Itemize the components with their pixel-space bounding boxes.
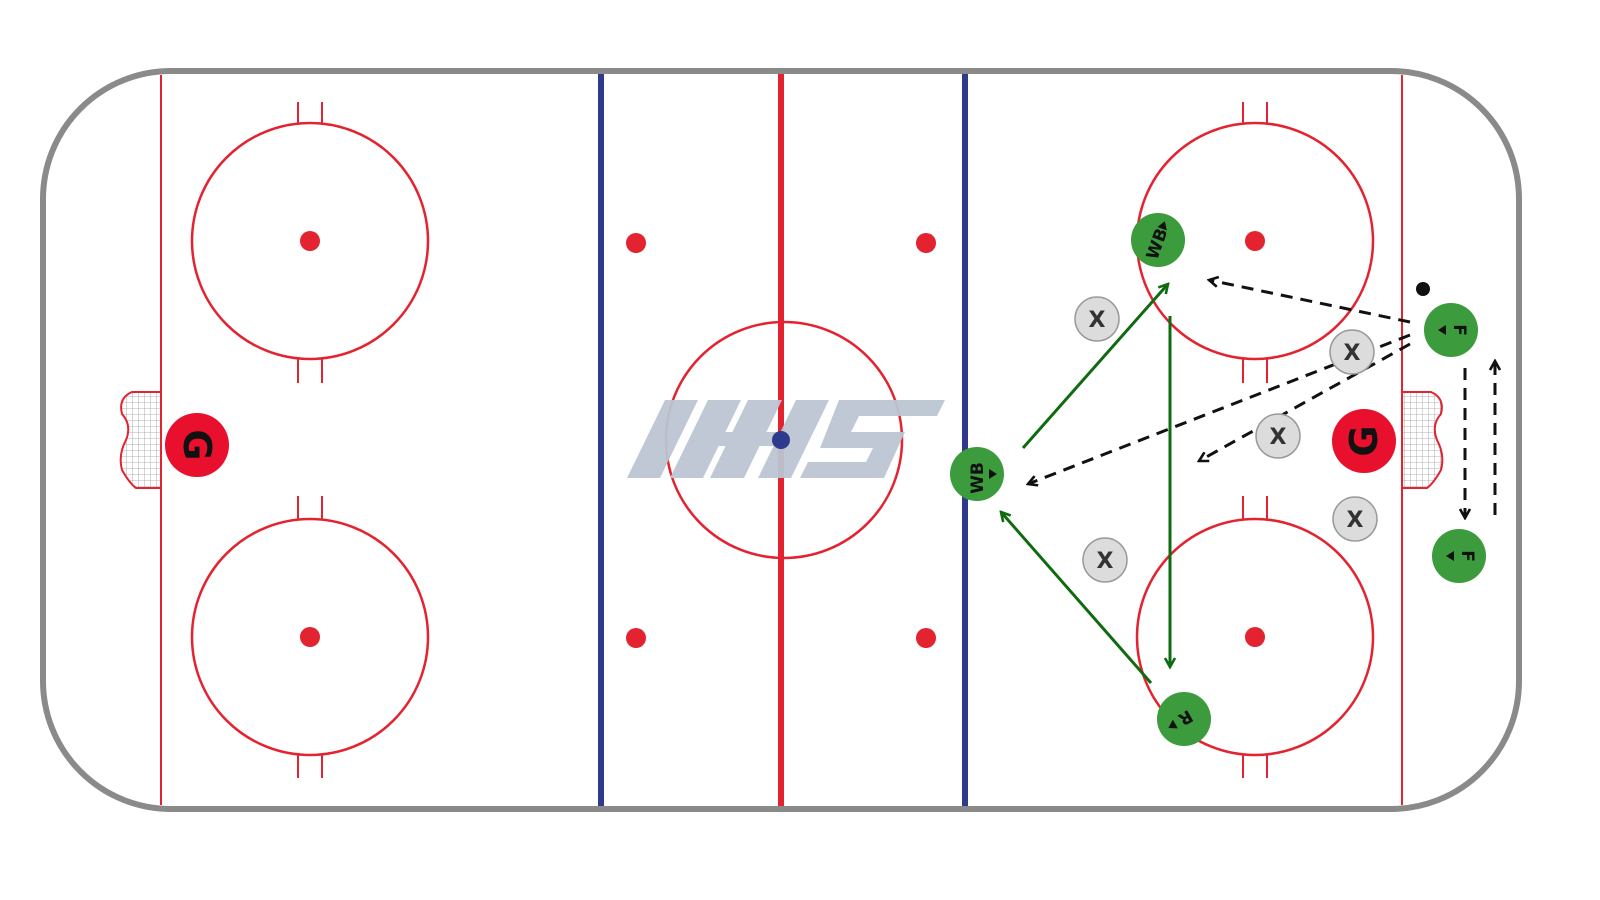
opponent-marker: X [1332,496,1378,542]
skate-arrow-f-to-slot [1199,342,1411,463]
opponent-label: X [1097,549,1114,574]
faceoff-circle-left-bottom [190,496,430,778]
opponent-label: X [1089,308,1106,333]
player-f-top: F [1424,303,1478,357]
player-wb-point: WB [950,447,1004,501]
neutral-zone-dot [626,233,646,253]
skate-arrow-f-to-wb-top [1209,280,1411,324]
opponent-label: X [1270,425,1287,450]
opponent-marker: X [1255,413,1301,459]
opponent-marker: X [1074,296,1120,342]
net-left [119,391,162,489]
opponent-label: X [1347,508,1364,533]
faceoff-circle-right-bottom [1135,496,1375,778]
pass-arrow-r-to-point [1001,512,1153,684]
player-label: F [1449,324,1469,336]
goalie-left: G [165,413,229,477]
pass-arrow-point-to-wb-top [1021,284,1168,449]
center-faceoff-dot [772,431,790,449]
hockey-association-logo [627,400,945,478]
neutral-zone-dot [626,628,646,648]
goalie-label: G [1342,425,1386,456]
opponent-label: X [1344,341,1361,366]
player-f-bottom: F [1432,529,1486,583]
puck-icon [1416,282,1430,296]
neutral-zone-dot [916,233,936,253]
neutral-zone-dot [916,628,936,648]
opponent-marker: X [1329,329,1375,375]
faceoff-circle-left-top [190,102,430,383]
player-label: F [1457,550,1477,562]
faceoff-circle-right-top [1135,102,1375,383]
opponent-marker: X [1082,537,1128,583]
goalie-label: G [175,429,219,460]
player-label: WB [968,462,988,494]
player-r-bottom: R [1157,692,1211,746]
player-wb-top: WB [1131,213,1185,267]
goalie-right: G [1332,409,1396,473]
net-right [1401,391,1444,489]
